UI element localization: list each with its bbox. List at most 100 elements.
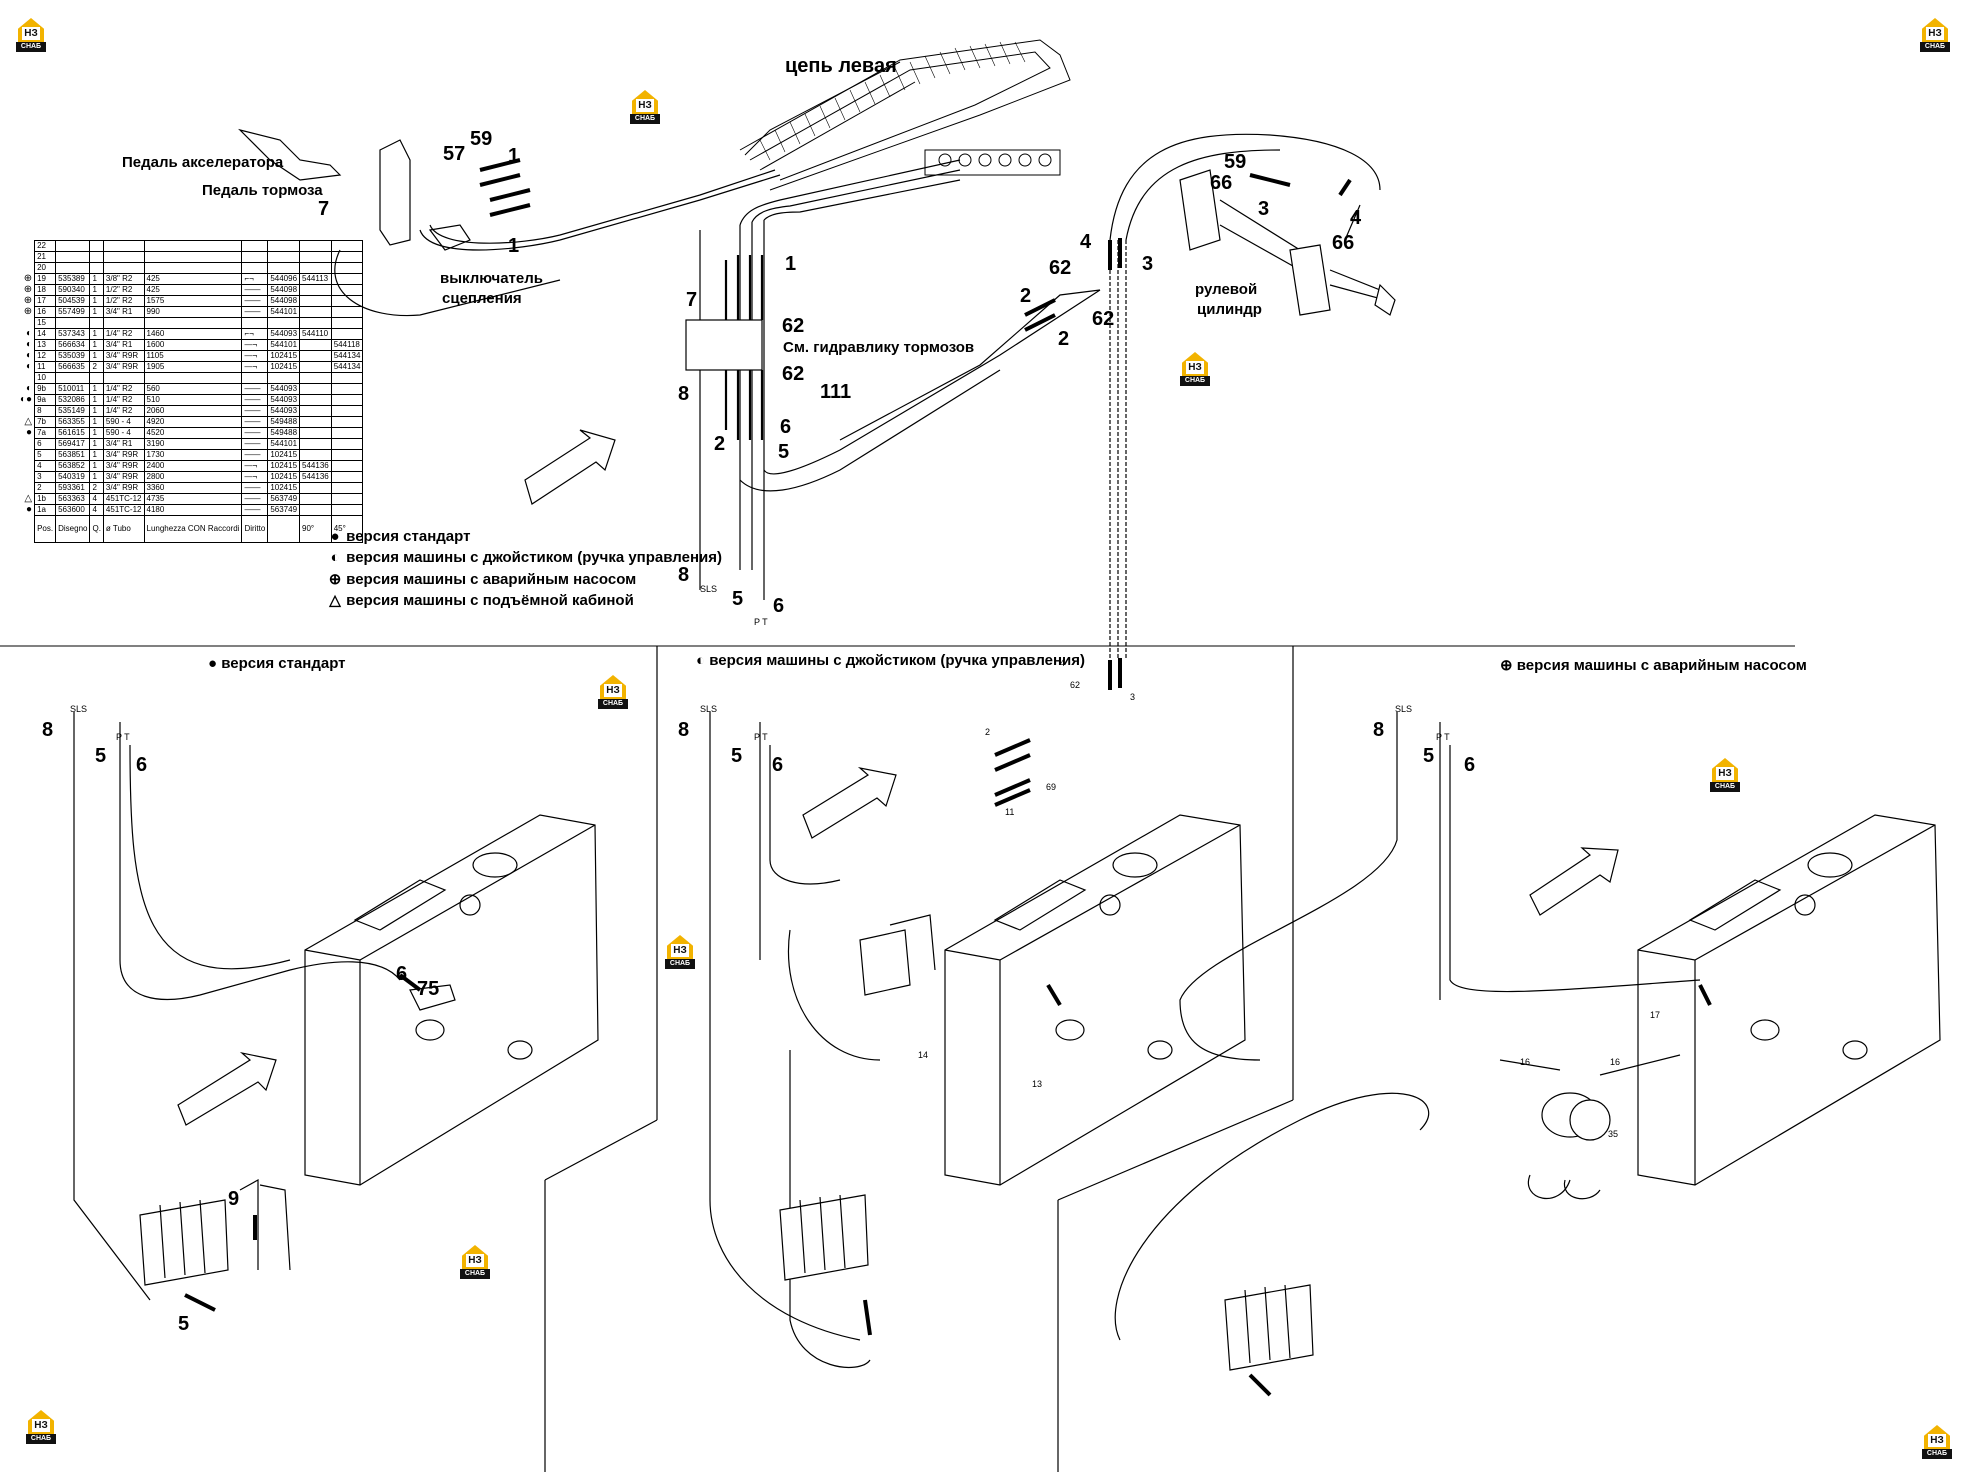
legend-text: версия машины с джойстиком (ручка управл… xyxy=(346,549,722,566)
table-cell xyxy=(299,372,332,384)
svg-text:66: 66 xyxy=(1210,172,1232,194)
table-cell xyxy=(89,240,104,252)
section-header-joystick: ◐ версия машины с джойстиком (ручка упра… xyxy=(696,652,1086,669)
table-cell xyxy=(241,372,269,384)
table-cell xyxy=(102,372,145,384)
table-cell: —— xyxy=(241,416,269,428)
table-cell: 4 xyxy=(89,504,104,516)
symbol-block xyxy=(924,149,1061,176)
svg-text:8: 8 xyxy=(678,719,689,741)
table-cell: —— xyxy=(241,295,269,307)
table-cell: 102415 xyxy=(267,449,301,461)
table-cell: 1 xyxy=(89,350,104,362)
table-cell xyxy=(330,251,364,263)
table-cell xyxy=(330,383,364,395)
table-cell: 1/2" R2 xyxy=(102,295,145,307)
table-cell xyxy=(20,373,35,384)
table-cell: 102415 xyxy=(267,471,301,483)
table-cell xyxy=(55,372,91,384)
svg-text:6: 6 xyxy=(396,963,407,985)
svg-text:5: 5 xyxy=(778,441,789,463)
svg-text:7: 7 xyxy=(318,198,329,220)
table-cell xyxy=(299,383,332,395)
table-cell: 590 - 4 xyxy=(102,427,145,439)
table-cell xyxy=(20,241,35,252)
table-cell: 1/4" R2 xyxy=(102,328,145,340)
table-cell xyxy=(330,493,364,505)
table-cell: 15 xyxy=(34,317,57,329)
table-cell: 16 xyxy=(34,306,57,318)
table-cell: 17 xyxy=(34,295,57,307)
table-cell: 1 xyxy=(89,427,104,439)
table-cell: 1a xyxy=(34,504,57,516)
svg-text:66: 66 xyxy=(1332,232,1354,254)
svg-text:59: 59 xyxy=(470,128,492,150)
svg-text:SLS: SLS xyxy=(700,704,717,714)
table-cell: 13 xyxy=(34,339,57,351)
table-cell: 425 xyxy=(143,284,243,296)
svg-text:69: 69 xyxy=(1046,782,1056,792)
table-cell: 1460 xyxy=(143,328,243,340)
table-cell: 544093 xyxy=(267,328,301,340)
table-cell xyxy=(20,461,35,472)
table-cell: 1 xyxy=(89,416,104,428)
table-cell: 535039 xyxy=(55,350,91,362)
table-cell xyxy=(241,262,269,274)
table-cell: 1 xyxy=(89,449,104,461)
svg-text:SLS: SLS xyxy=(70,704,87,714)
table-cell xyxy=(267,262,301,274)
svg-text:5: 5 xyxy=(1423,745,1434,767)
svg-text:111: 111 xyxy=(820,381,851,403)
steering-cylinder xyxy=(1179,169,1396,316)
table-header xyxy=(267,515,301,543)
table-cell: 563363 xyxy=(55,493,91,505)
table-cell xyxy=(55,240,91,252)
svg-text:16: 16 xyxy=(1520,1057,1530,1067)
svg-text:14: 14 xyxy=(918,1050,928,1060)
table-cell xyxy=(330,295,364,307)
table-row: 21 xyxy=(20,251,364,263)
svg-text:6: 6 xyxy=(136,754,147,776)
table-cell: 1 xyxy=(89,383,104,395)
table-cell xyxy=(299,482,332,494)
table-cell: 1105 xyxy=(143,350,243,362)
table-cell xyxy=(299,449,332,461)
table-cell xyxy=(299,427,332,439)
svg-text:59: 59 xyxy=(1224,151,1246,173)
table-cell: 544101 xyxy=(267,438,301,450)
table-cell: ⊕ xyxy=(23,284,33,295)
table-cell: —— xyxy=(241,438,269,450)
svg-text:57: 57 xyxy=(443,143,465,165)
direction-arrows xyxy=(177,429,1619,1126)
table-cell: —— xyxy=(241,449,269,461)
table-cell: 102415 xyxy=(267,482,301,494)
pedal-sketch xyxy=(238,128,471,251)
svg-text:8: 8 xyxy=(1373,719,1384,741)
table-cell xyxy=(330,504,364,516)
table-cell xyxy=(330,284,364,296)
legend-item-joystick: ◐ версия машины с джойстиком (ручка упра… xyxy=(328,549,722,566)
table-cell: 1 xyxy=(89,306,104,318)
table-cell: 3 xyxy=(34,471,57,483)
table-cell xyxy=(89,251,104,263)
table-cell: 2 xyxy=(34,482,57,494)
table-cell: 544113 xyxy=(299,273,332,285)
manifold-block xyxy=(685,319,763,371)
table-cell: 3190 xyxy=(143,438,243,450)
table-cell: 569417 xyxy=(55,438,91,450)
table-cell: 1 xyxy=(89,284,104,296)
table-cell xyxy=(143,317,243,329)
table-cell: 544136 xyxy=(299,471,332,483)
section-header-standard: ● версия стандарт xyxy=(208,655,346,672)
table-cell: 535389 xyxy=(55,273,91,285)
table-cell xyxy=(55,262,91,274)
